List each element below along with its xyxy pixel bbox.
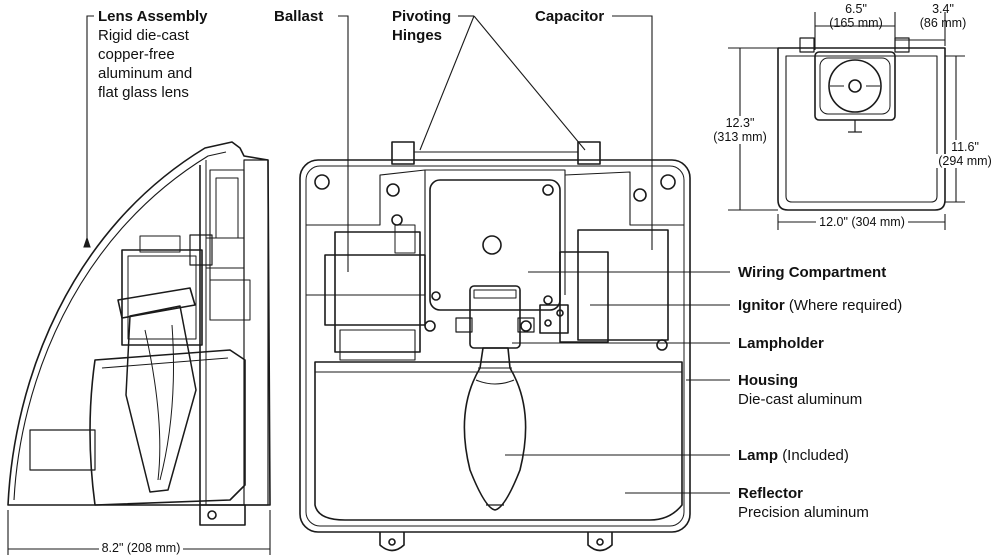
lens-assembly-desc-1: Rigid die-cast (98, 27, 189, 44)
depth-dimension-text: 8.2" (208 mm) (98, 541, 184, 555)
width-dimension-text: 12.0" (304 mm) (816, 215, 908, 229)
pivoting-hinges-line-1: Pivoting (392, 8, 452, 25)
lamp-label: Lamp (Included) (738, 446, 849, 465)
housing-callout: Housing Die-cast aluminum (738, 371, 862, 409)
reflector-desc: Precision aluminum (738, 504, 869, 521)
top-width-mm: (165 mm) (829, 16, 883, 30)
side-view (7, 141, 271, 526)
inner-height-dimension: 11.6" (294 mm) (928, 140, 1002, 168)
wiring-compartment-label: Wiring Compartment (738, 263, 886, 282)
lens-assembly-desc-3: aluminum and (98, 65, 193, 82)
lens-assembly-desc-2: copper-free (98, 46, 175, 63)
top-width-dimension: 6.5" (165 mm) (818, 2, 894, 30)
inner-height-mm: (294 mm) (935, 154, 995, 168)
height-dimension: 12.3" (313 mm) (706, 116, 774, 144)
height-mm: (313 mm) (710, 130, 770, 144)
depth-dimension: 8.2" (208 mm) (86, 541, 196, 555)
lamp-note: (Included) (782, 447, 849, 464)
side-in: 3.4" (932, 2, 954, 16)
ignitor-title: Ignitor (738, 297, 785, 314)
width-dimension: 12.0" (304 mm) (797, 215, 927, 229)
reflector-callout: Reflector Precision aluminum (738, 484, 869, 522)
lamp-title: Lamp (738, 447, 779, 464)
wiring-compartment-title: Wiring Compartment (738, 264, 887, 281)
lampholder-title: Lampholder (738, 335, 824, 352)
front-view (299, 141, 691, 552)
small-front-view (777, 37, 946, 211)
lens-assembly-callout: Lens Assembly Rigid die-cast copper-free… (98, 7, 208, 102)
top-width-in: 6.5" (845, 2, 867, 16)
lampholder-label: Lampholder (738, 334, 824, 353)
inner-height-in: 11.6" (948, 140, 982, 154)
lens-assembly-desc-4: flat glass lens (98, 84, 189, 101)
pivoting-hinges-label: Pivoting Hinges (392, 7, 451, 45)
reflector-title: Reflector (738, 485, 804, 502)
capacitor-label: Capacitor (535, 8, 605, 25)
lens-assembly-title: Lens Assembly (98, 8, 208, 25)
pivoting-hinges-line-2: Hinges (392, 27, 443, 44)
housing-desc: Die-cast aluminum (738, 391, 863, 408)
side-mm: (86 mm) (919, 16, 967, 30)
ballast-label: Ballast (274, 8, 324, 25)
housing-title: Housing (738, 372, 798, 389)
height-in: 12.3" (722, 116, 758, 130)
side-dimension: 3.4" (86 mm) (912, 2, 974, 30)
ignitor-label: Ignitor (Where required) (738, 296, 902, 315)
ignitor-note: (Where required) (788, 297, 903, 314)
